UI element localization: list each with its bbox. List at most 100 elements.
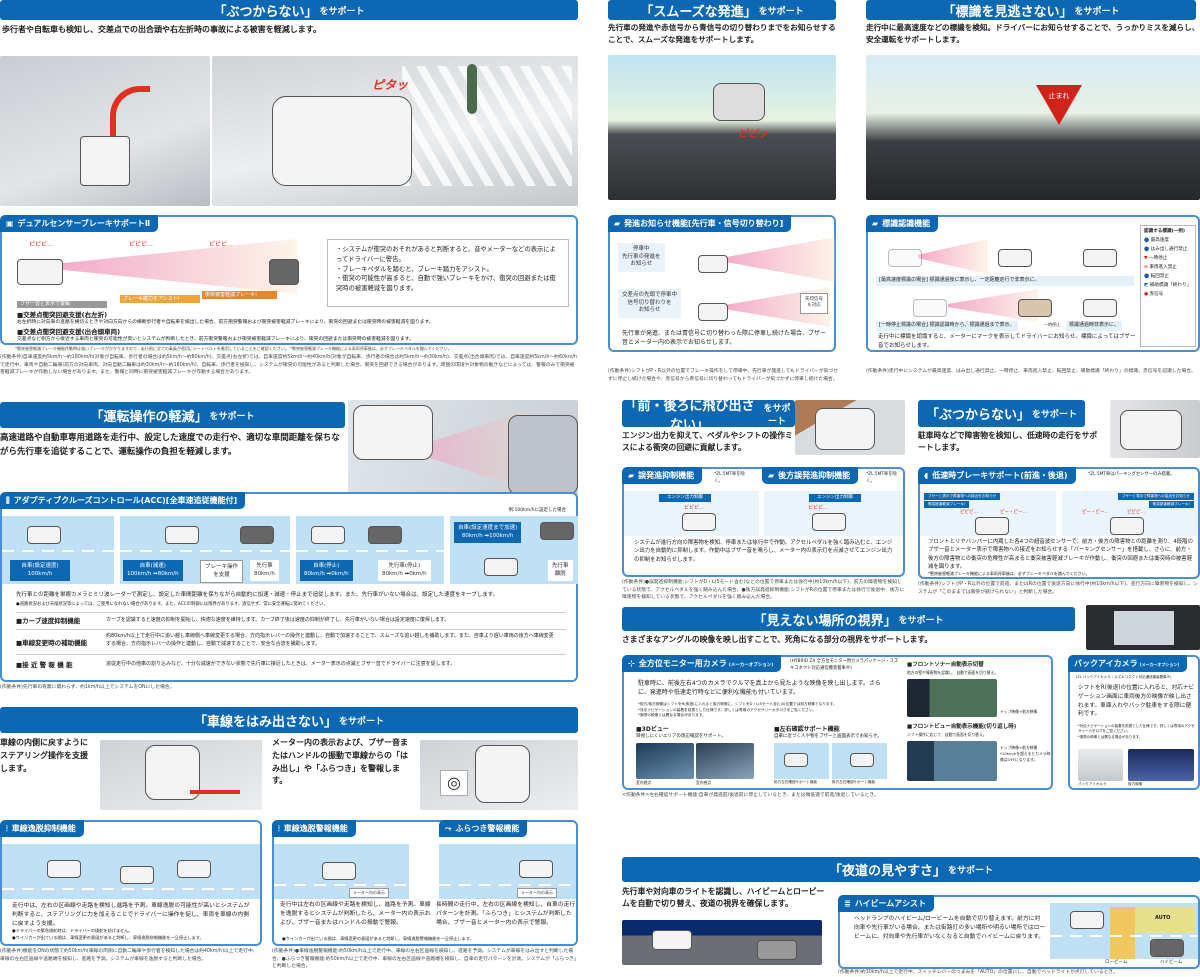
lane-icon: ⦙	[6, 824, 8, 833]
3d-view-image	[696, 743, 754, 779]
legend-label: 一時停止	[1149, 255, 1168, 261]
parking-image	[1110, 400, 1200, 458]
section-banner-driving-load: 「運転操作の軽減」をサポート	[0, 402, 345, 428]
beam-diagram: AUTO	[1050, 903, 1198, 959]
bullets-panel: ・システムが衝突のおそれがあると判断すると、音やメーターなどの表示によってドライ…	[327, 239, 569, 307]
feature-text: フロントとリヤバンパーに内蔵した各4つの超音波センサーで、前方・後方の障害物との…	[928, 539, 1193, 571]
lane-marking	[1050, 935, 1198, 937]
own-car	[353, 405, 433, 460]
own-car	[484, 558, 518, 576]
lead-car	[540, 522, 574, 540]
car-illustration	[177, 860, 211, 878]
banner-suffix: をサポート	[758, 6, 804, 17]
beep-label: ピピピ…	[684, 505, 705, 511]
feature-tag: ◖低速時ブレーキサポート(前進・後退)	[918, 467, 1076, 484]
conditions-note: (作動条件)シフトがP・R以外の位置で前進、またはRの位置で後退方向に徐行中(約…	[918, 582, 1198, 595]
section-lead: 先行車の発進や赤信号から青信号の切り替わりまでをお知らせすることで、スムーズな発…	[608, 23, 836, 45]
auto-label: AUTO	[1155, 915, 1171, 921]
feature-tag-label: ハイビームアシスト	[854, 899, 926, 908]
sign-legend: 認識する標識(一例) ⬤ 最高速度 ⬤ はみ出し通行禁止 ▼ 一時停止 ⊖ 車両…	[1140, 225, 1196, 347]
feature-tag: ⦙車線逸脱警報機能	[272, 820, 356, 837]
subheading: ■フロントビュー自動表示機能(切り返し時)	[907, 724, 1017, 730]
car-illustration	[757, 940, 797, 960]
brake-diagram: ピピピ… ピピピ… ピピピ…	[17, 239, 299, 299]
turn-arrow-icon	[110, 86, 150, 136]
legend-item: ◩ 補助標識「終わり」	[1144, 283, 1192, 289]
lead-car	[508, 415, 578, 495]
car-illustration	[47, 860, 81, 878]
feature-tag: ▰標識認識機能	[866, 215, 939, 232]
section-lead: 歩行者や自転車も検知し、交差点での出合頭や右左折時の事故による被害を軽減します。	[2, 25, 321, 34]
own-car	[698, 303, 728, 321]
feature-notes: *前方/後方映像はシフトをR(後退)に入れると後方映像に、シフトをD・L(5モー…	[638, 702, 837, 718]
feature-heading: ■接 近 警 報 機 能	[16, 661, 73, 669]
subtext: シフト操作に応じて、自動で画面を切り替え。	[907, 732, 987, 737]
legend-item: ● 赤信号	[1144, 292, 1192, 298]
caution-note: *衝突被害軽減ブレーキ機能作動時は強いブレーキがかかりますので、走行前に全ての乗…	[15, 346, 452, 351]
no-overtake-icon: ⬤	[1144, 246, 1150, 252]
package-note: (ZL バックアイカメラ・スズキコネクト対応通信機装着車®)	[1076, 675, 1172, 679]
legend-item: ⬤ 最高速度	[1144, 238, 1192, 244]
feature-text: カーブを認識すると速度の抑制を開始し、快適な速度を維持します。カーブ終了後は速度…	[106, 617, 450, 623]
no-u-turn-icon: ⬤	[1144, 273, 1150, 279]
case-label: 停車中 先行車の発進を お知らせ	[618, 243, 665, 273]
section-banner-traffic-sign: 「標識を見逃さない」をサポート	[866, 0, 1196, 20]
oncoming-car	[1150, 939, 1184, 957]
night-road-image	[622, 920, 822, 965]
lead-car-label: 先行車 80km/h	[250, 560, 279, 582]
section-lead: 車線の内側に戻すようにステアリング操作を支援します。	[0, 738, 88, 773]
legend-title: 認識する標識(一例)	[1144, 229, 1185, 234]
feature-heading: ■車線変更時の補助機能	[16, 639, 88, 647]
low-beam-zone	[1110, 907, 1135, 959]
beep-label: ピピピ…	[29, 241, 54, 248]
rear-diagram: エンジン出力制御ピピピ…	[764, 491, 903, 536]
own-car	[682, 513, 716, 531]
subtext: 目視しにくいエリアの周辺確認をサポート。	[636, 734, 726, 739]
section-lead: 走行中に最高速度などの標識を検知。ドライバーにお知らせすることで、うっかりミスを…	[866, 23, 1200, 45]
acc-panel-3: 自車(停止) 80km/h ➡0km/h 先行車(停止) 80km/h ➡0km/…	[296, 516, 444, 584]
parking-wall-image	[795, 400, 905, 455]
heading: ■交差点衝突回避支援(右左折)	[17, 311, 108, 319]
lane-warning-diagram: メーター内の表示	[274, 844, 409, 899]
legend-label: 最高速度	[1150, 237, 1170, 243]
section-banner-blind-spot: 「見えない場所の視界」をサポート	[622, 607, 1075, 631]
front-diagram: エンジン出力制御ピピピ…	[624, 491, 759, 536]
beep-label: ピー・ピー…	[1082, 510, 1109, 515]
brake-assist-label: ブレーキ操作 を支援	[200, 560, 244, 584]
meter-label: メーター内の表示	[517, 888, 557, 898]
case-caption: [最高速度標識の場合] 標識通過後に表示し、一定距離走行で非表示に。	[876, 276, 1134, 286]
feature-text: シフトをR(後退)の位置に入れると、対応ナビゲーション画面に車両後方の映像が映し…	[1078, 685, 1195, 718]
lead-car-label: 先行車(停止) 80km/h ➡0km/h	[378, 560, 431, 582]
beep-label: ピピピ…	[129, 241, 154, 248]
feature-tag-label: バックアイカメラ	[1074, 659, 1138, 668]
own-car	[165, 526, 199, 544]
feature-tag-label: 発進お知らせ機能[先行車・信号切り替わり]	[624, 219, 784, 228]
conditions-note: (作動条件)機能をONの状態で約50km/h(車線の両側に自動二輪車や歩行者を検…	[0, 949, 258, 962]
divider	[16, 654, 566, 655]
own-car	[812, 513, 846, 531]
own-car	[975, 517, 1009, 535]
acc-note: ●道路状況および天候状況等によっては、ご使用になれない場合があります。また、AC…	[16, 602, 328, 607]
legend-label: はみ出し通行禁止	[1150, 246, 1188, 252]
option-label: (メーカーオプション)	[728, 663, 774, 668]
car-ghost	[888, 249, 922, 267]
feature-text: 駐車時に、前後左右4つのカメラでクルマを真上から見たような映像を映し出します。さ…	[638, 680, 881, 697]
section-banner-smooth-start: 「スムーズな発進」をサポート	[608, 0, 836, 20]
warn-bar: ブザー音と表示で警報	[17, 301, 107, 308]
section-banner-low-speed: 「ぶつからない」をサポート	[918, 400, 1085, 427]
conditions-note: (作動条件)走行中にシステムが最高速度、はみ出し通行禁止、一時停止、車両進入禁止…	[866, 369, 1196, 374]
legend-label: 車両進入禁止	[1149, 264, 1177, 270]
engine-control-label: エンジン出力制御	[809, 494, 861, 503]
banner-title: 「ぶつからない」	[213, 4, 318, 20]
sway-icon: ⤳	[445, 824, 452, 833]
navi-screen-image	[1086, 605, 1200, 650]
stop-sign-icon: 止まれ	[1036, 85, 1082, 125]
case-caption: 標識通過時非表示に。	[1066, 321, 1123, 331]
feature-tag-label: 標識認識機能	[882, 219, 931, 228]
feature-tag: ⤳ふらつき警報機能	[439, 820, 528, 837]
divider	[16, 629, 566, 630]
own-car	[1070, 911, 1104, 929]
own-car-label: 自車(停止) 80km/h ➡0km/h	[300, 560, 353, 582]
stop-icon: ▼	[1144, 255, 1148, 261]
